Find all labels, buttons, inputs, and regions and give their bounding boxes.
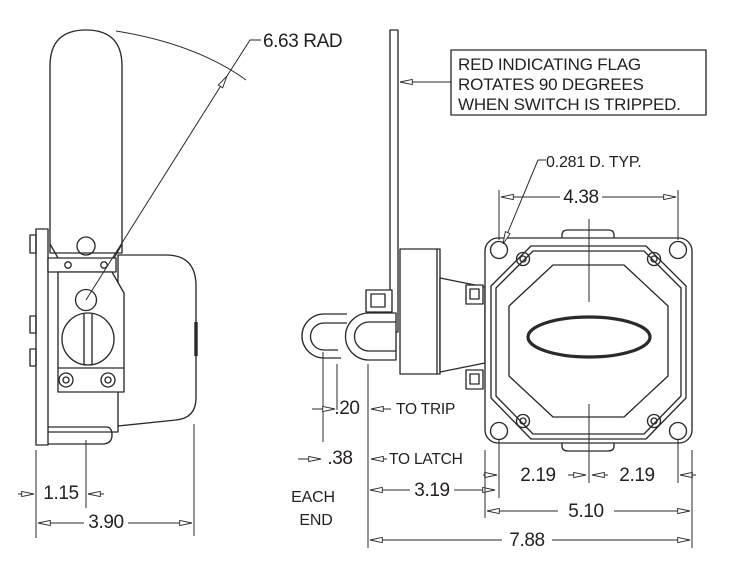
to-latch-label: TO LATCH: [389, 451, 463, 468]
bracket-strip: [47, 257, 117, 273]
rotation-arc: [115, 30, 247, 81]
radius-leader-tail: [226, 39, 261, 77]
rivet-hole: [100, 261, 108, 269]
housing-tab-slot: [469, 288, 480, 300]
base-foot: [48, 426, 119, 445]
dim-7-88-label: 7.88: [509, 530, 544, 551]
latch-lever-loop-inner: [353, 321, 396, 352]
extension-line: [498, 190, 679, 240]
pivot-hub: [74, 288, 98, 312]
dim-2-19-left-label: 2.19: [520, 465, 555, 486]
radius-callout-label: 6.63 RAD: [263, 31, 342, 52]
corner-hole: [668, 421, 688, 441]
front-view: RED INDICATING FLAG ROTATES 90 DEGREES W…: [369, 49, 707, 551]
screw-ring: [100, 372, 116, 388]
cover-screws: [515, 251, 662, 429]
note-line-2: ROTATES 90 DEGREES: [458, 75, 644, 94]
hole-callout-leader: [502, 159, 539, 245]
dim-0-38-label: .38: [327, 448, 352, 469]
mounting-ear: [365, 289, 393, 313]
dim-3-19-label: 3.19: [414, 480, 449, 501]
plate-tab: [29, 348, 37, 367]
each-end-label-line1: EACH: [291, 489, 335, 506]
corner-hole: [668, 240, 688, 260]
housing-tab: [465, 284, 484, 305]
dim-0-20-label: .20: [334, 398, 359, 419]
latch-lever-loop: [344, 312, 397, 361]
each-end-label-line2: END: [299, 512, 332, 529]
note-line-1: RED INDICATING FLAG: [458, 55, 641, 74]
hole-callout-label: 0.281 D. TYP.: [546, 154, 642, 171]
screw-ring-inner: [104, 376, 112, 384]
screw-ring: [58, 372, 74, 388]
extension-line: [35, 424, 195, 538]
housing-tab-slot: [469, 373, 480, 385]
cover-raised-face: [508, 264, 669, 418]
mounting-ear-slot: [370, 293, 386, 308]
dim-2-19-right-label: 2.19: [619, 465, 654, 486]
extension-line: [484, 450, 693, 548]
extension-line: [498, 440, 679, 498]
plate-tab: [29, 234, 37, 254]
to-trip-label: TO TRIP: [396, 401, 455, 418]
flag-hole: [76, 236, 96, 256]
dim-1-15-label: 1.15: [43, 483, 78, 504]
flange-bottom-tab: [561, 443, 615, 452]
flange-top-tab: [561, 229, 615, 238]
corner-hole: [489, 421, 509, 441]
trip-lever-loop: [301, 313, 347, 359]
cover-outline-inner: [495, 250, 682, 435]
side-view: 6.63 RAD 1.15 3.90: [18, 29, 343, 538]
dim-5-10-label: 5.10: [568, 501, 603, 522]
sight-window-ellipse: [526, 315, 652, 359]
switch-body-profile: [117, 254, 197, 427]
flag-lever-outline: [49, 29, 123, 254]
shaft-slot: [83, 314, 93, 365]
flag-bottom-chamfer: [49, 243, 123, 259]
plate-tab: [29, 315, 37, 334]
radius-leader-line: [85, 75, 228, 301]
rivet-hole: [64, 261, 72, 269]
dim-4-38-label: 4.38: [563, 187, 598, 208]
mounting-plate-side: [35, 228, 49, 446]
dim-3-90-label: 3.90: [88, 512, 123, 533]
extension-line: [322, 352, 369, 548]
indicator-flag-edge: [389, 29, 399, 333]
lever-detail-view: .20 TO TRIP .38 TO LATCH EACH END 3.19: [291, 29, 496, 548]
shaft-slot-circle: [61, 312, 115, 366]
screw-ring-inner: [62, 376, 70, 384]
actuator-bracket: [399, 248, 441, 375]
note-line-3: WHEN SWITCH IS TRIPPED.: [458, 95, 681, 114]
corner-hole: [489, 240, 509, 260]
housing-tab: [465, 369, 484, 390]
